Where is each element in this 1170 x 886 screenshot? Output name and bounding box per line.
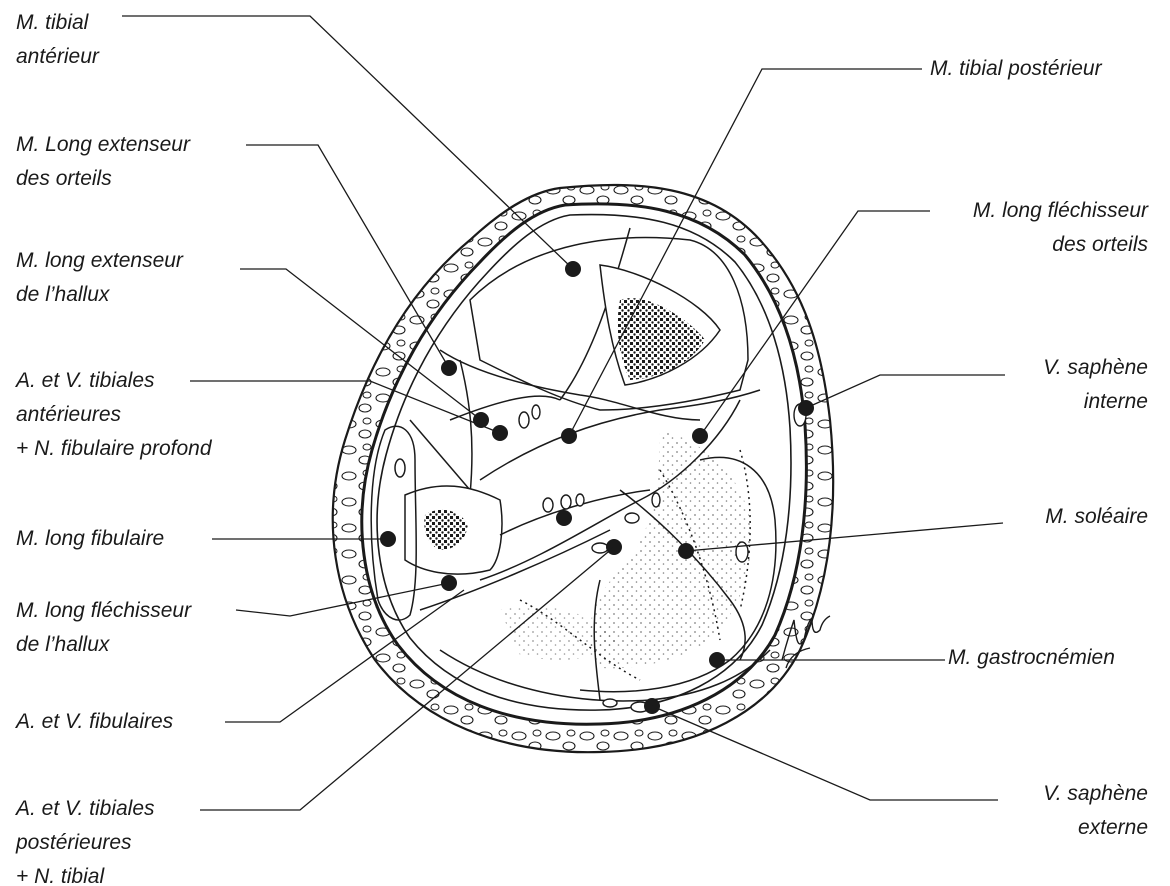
label-line: M. tibial postérieur (930, 52, 1102, 86)
label-saphene-interne: V. saphène interne (1043, 351, 1148, 419)
label-line: M. long fibulaire (16, 522, 164, 556)
label-long-flechisseur-orteils: M. long fléchisseur des orteils (973, 194, 1148, 262)
label-fibulaires: A. et V. fibulaires (16, 705, 173, 739)
label-tibial-posterieur: M. tibial postérieur (930, 52, 1102, 86)
label-line: antérieur (16, 40, 99, 74)
label-line: des orteils (973, 228, 1148, 262)
label-line: A. et V. tibiales (16, 364, 212, 398)
label-line: externe (1043, 811, 1148, 845)
label-saphene-externe: V. saphène externe (1043, 777, 1148, 845)
label-line: + N. fibulaire profond (16, 432, 212, 466)
section-outline (333, 185, 833, 752)
label-long-extenseur-hallux: M. long extenseur de l’hallux (16, 244, 183, 312)
label-line: de l’hallux (16, 628, 191, 662)
label-line: A. et V. tibiales (16, 792, 155, 826)
label-line: de l’hallux (16, 278, 183, 312)
label-gastrocnemien: M. gastrocnémien (948, 641, 1115, 675)
label-line: interne (1043, 385, 1148, 419)
label-long-flechisseur-hallux: M. long fléchisseur de l’hallux (16, 594, 191, 662)
label-line: M. long extenseur (16, 244, 183, 278)
label-long-fibulaire: M. long fibulaire (16, 522, 164, 556)
label-tibial-anterieur: M. tibial antérieur (16, 6, 99, 74)
label-line: V. saphène (1043, 351, 1148, 385)
label-line: M. gastrocnémien (948, 641, 1115, 675)
label-line: M. long fléchisseur (973, 194, 1148, 228)
label-line: + N. tibial (16, 860, 155, 886)
label-tibiales-posterieures: A. et V. tibiales postérieures + N. tibi… (16, 792, 155, 886)
label-soleaire: M. soléaire (1045, 500, 1148, 534)
label-line: antérieures (16, 398, 212, 432)
label-line: M. tibial (16, 6, 99, 40)
label-tibiales-anterieures: A. et V. tibiales antérieures + N. fibul… (16, 364, 212, 466)
label-line: V. saphène (1043, 777, 1148, 811)
label-line: A. et V. fibulaires (16, 705, 173, 739)
label-line: postérieures (16, 826, 155, 860)
label-line: des orteils (16, 162, 190, 196)
label-line: M. Long extenseur (16, 128, 190, 162)
label-line: M. soléaire (1045, 500, 1148, 534)
label-line: M. long fléchisseur (16, 594, 191, 628)
label-long-extenseur-orteils: M. Long extenseur des orteils (16, 128, 190, 196)
